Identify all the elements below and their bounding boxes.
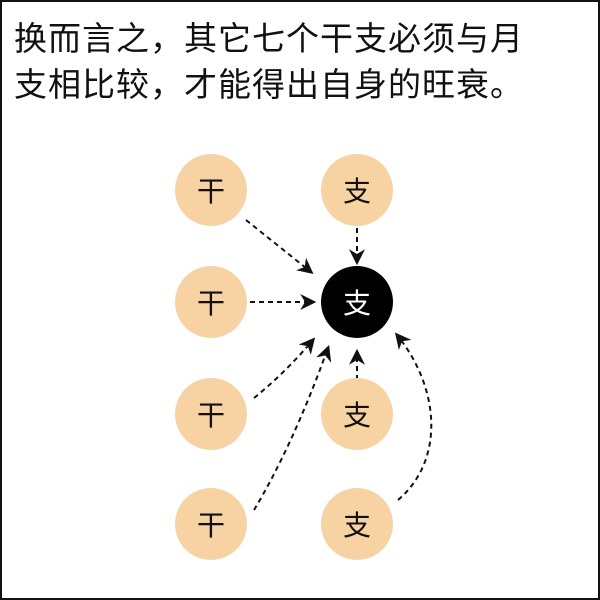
caption-line-1: 换而言之，其它七个干支必须与月 bbox=[14, 19, 524, 58]
node-branch-1: 支 bbox=[321, 154, 393, 226]
node-branch-3-label: 支 bbox=[342, 399, 371, 432]
node-branch-1-label: 支 bbox=[342, 175, 371, 208]
node-stem-4-label: 干 bbox=[196, 509, 225, 542]
node-branch-4-label: 支 bbox=[342, 509, 371, 542]
arrow-stem1-to-center bbox=[245, 219, 314, 274]
node-center-month-branch: 支 bbox=[321, 266, 393, 338]
caption: 换而言之，其它七个干支必须与月 支相比较，才能得出自身的旺衰。 bbox=[14, 16, 594, 108]
node-branch-4: 支 bbox=[321, 488, 393, 560]
arrow-branch4-to-center bbox=[394, 332, 433, 501]
arrow-stem3-to-center bbox=[253, 337, 316, 399]
node-stem-1: 干 bbox=[175, 154, 247, 226]
node-stem-2: 干 bbox=[175, 266, 247, 338]
node-stem-3: 干 bbox=[175, 378, 247, 450]
node-stem-4: 干 bbox=[175, 488, 247, 560]
node-stem-2-label: 干 bbox=[196, 287, 225, 320]
caption-line-2: 支相比较，才能得出自身的旺衰。 bbox=[14, 65, 524, 104]
node-stem-3-label: 干 bbox=[196, 399, 225, 432]
arrow-stem4-to-center bbox=[253, 344, 332, 511]
node-center-label: 支 bbox=[342, 287, 371, 320]
node-stem-1-label: 干 bbox=[196, 175, 225, 208]
node-branch-3: 支 bbox=[321, 378, 393, 450]
